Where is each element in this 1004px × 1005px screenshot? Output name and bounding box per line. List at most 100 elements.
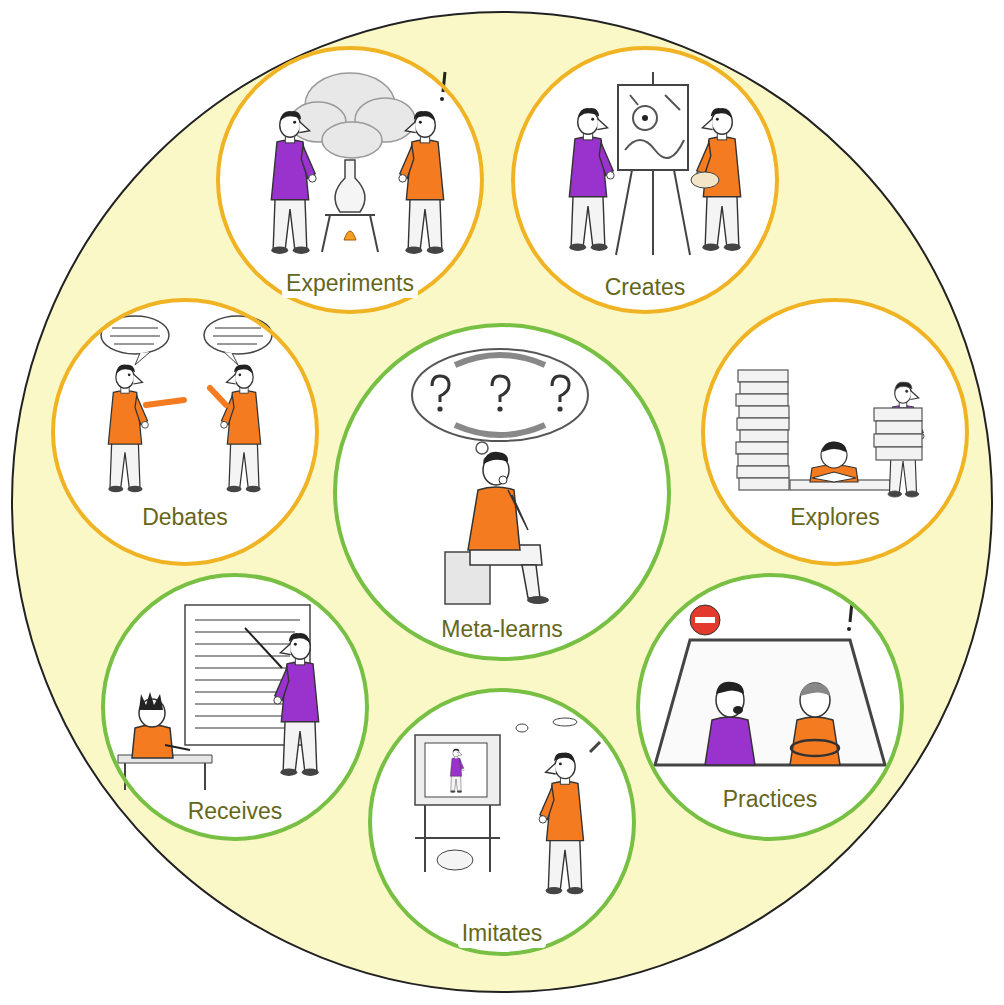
library-scene bbox=[740, 382, 788, 394]
debate-scene bbox=[221, 365, 261, 493]
driving-scene bbox=[791, 740, 839, 756]
thinker-scene bbox=[483, 452, 508, 464]
thinker-scene bbox=[432, 376, 449, 412]
circle-outline bbox=[370, 690, 634, 954]
library-scene bbox=[876, 421, 922, 434]
circle-outline bbox=[103, 575, 367, 839]
node-label: Meta-learns bbox=[437, 616, 566, 644]
thinker-scene bbox=[412, 349, 588, 604]
library-scene bbox=[739, 478, 789, 490]
debate-scene bbox=[146, 400, 184, 405]
imitation-scene bbox=[437, 850, 473, 870]
debate-scene bbox=[210, 388, 226, 405]
circle-node: Experiments bbox=[215, 45, 485, 315]
driving-scene bbox=[800, 683, 830, 696]
node-label: Debates bbox=[138, 504, 232, 532]
painting-scene bbox=[633, 106, 657, 130]
experiment-scene bbox=[290, 73, 415, 158]
circle-node: Practices bbox=[635, 572, 905, 842]
circle-grounds bbox=[369, 689, 635, 955]
experiment-scene bbox=[322, 122, 382, 158]
circle-node: Meta-learns bbox=[332, 322, 672, 662]
library-scene bbox=[812, 472, 856, 482]
thinker-scene bbox=[455, 425, 545, 435]
outer-disc bbox=[12, 12, 992, 992]
painting-scene bbox=[569, 72, 740, 255]
thinker-scene bbox=[527, 596, 549, 604]
library-scene bbox=[737, 418, 789, 430]
imitation-scene bbox=[539, 753, 583, 895]
experiment-scene bbox=[335, 160, 365, 212]
node-label: Experiments bbox=[282, 270, 418, 298]
library-scene bbox=[738, 370, 788, 382]
imitation-scene bbox=[516, 724, 528, 732]
debate-scene bbox=[135, 352, 238, 365]
driving-scene bbox=[655, 602, 885, 765]
library-scene bbox=[737, 466, 789, 478]
lecture-scene bbox=[118, 605, 319, 790]
driving-scene bbox=[695, 617, 715, 623]
painting-scene bbox=[569, 108, 614, 251]
painting-scene bbox=[642, 115, 648, 121]
imitation-scene bbox=[415, 805, 500, 872]
circle-grounds bbox=[52, 47, 968, 955]
circle-outline bbox=[367, 687, 637, 957]
experiment-scene bbox=[322, 215, 378, 252]
driving-scene bbox=[800, 683, 830, 717]
driving-scene bbox=[716, 682, 744, 694]
library-scene bbox=[822, 442, 846, 452]
circle-grounds bbox=[217, 47, 483, 313]
node-label: Practices bbox=[719, 786, 822, 814]
driving-scene bbox=[655, 640, 885, 765]
driving-scene bbox=[733, 706, 743, 714]
experiment-scene bbox=[399, 111, 444, 254]
debate-scene bbox=[108, 365, 148, 493]
circle-grounds bbox=[512, 47, 778, 313]
library-scene bbox=[736, 370, 924, 497]
circle-node: Receives bbox=[100, 572, 370, 842]
driving-scene bbox=[847, 627, 851, 631]
thinker-scene bbox=[522, 565, 540, 598]
experiment-scene bbox=[399, 111, 444, 254]
lecture-scene bbox=[125, 763, 205, 790]
imitation-scene bbox=[553, 718, 577, 726]
circle-grounds bbox=[637, 574, 903, 840]
debate-scene bbox=[110, 328, 263, 344]
thinker-scene bbox=[412, 349, 588, 441]
debate-scene bbox=[101, 316, 272, 492]
driving-scene bbox=[690, 605, 720, 635]
outer-disc bbox=[12, 12, 992, 992]
library-scene bbox=[736, 442, 788, 454]
experiment-scene bbox=[440, 97, 444, 101]
circle-grounds bbox=[702, 299, 968, 565]
lecture-scene bbox=[274, 633, 319, 776]
experiment-scene bbox=[344, 231, 356, 240]
circle-grounds bbox=[52, 299, 318, 565]
painting-scene bbox=[691, 172, 719, 188]
node-label: Imitates bbox=[458, 920, 547, 948]
thinker-scene bbox=[552, 376, 569, 412]
circle-outline bbox=[703, 300, 967, 564]
lecture-scene bbox=[245, 628, 282, 668]
circle-outline bbox=[53, 300, 317, 564]
circle-grounds bbox=[334, 324, 670, 660]
circle-outline bbox=[218, 48, 482, 312]
library-scene bbox=[874, 408, 922, 421]
debate-scene bbox=[221, 365, 261, 493]
node-label: Creates bbox=[601, 274, 690, 302]
experiment-scene bbox=[271, 72, 445, 254]
imitation-scene bbox=[425, 743, 487, 797]
library-scene bbox=[876, 447, 922, 460]
imitation-scene bbox=[590, 742, 600, 752]
circle-outline bbox=[513, 48, 777, 312]
thinker-scene bbox=[499, 476, 507, 484]
lecture-scene bbox=[165, 745, 190, 750]
node-label: Receives bbox=[184, 798, 287, 826]
lecture-scene bbox=[139, 692, 163, 710]
driving-scene bbox=[790, 717, 840, 765]
library-scene bbox=[821, 442, 847, 468]
painting-scene bbox=[618, 85, 688, 170]
